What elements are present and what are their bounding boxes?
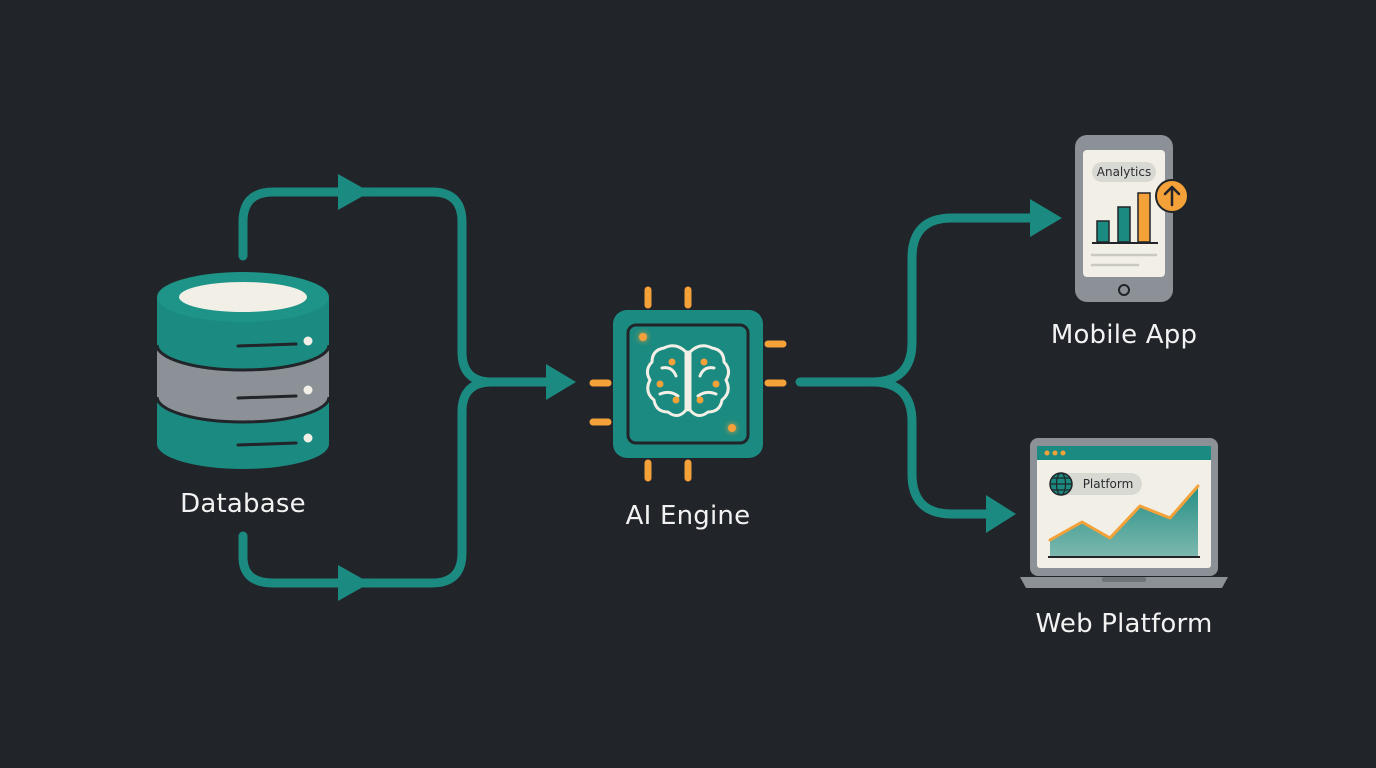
mobile-app-label: Mobile App xyxy=(1050,320,1198,350)
smartphone-icon xyxy=(1075,135,1189,302)
connector-bottom-branch xyxy=(238,377,497,588)
connector-database-to-ai xyxy=(238,187,557,588)
bar xyxy=(1096,220,1110,243)
arrow-up-icon xyxy=(1155,179,1189,213)
connector-to-web xyxy=(867,377,997,519)
connector-top-branch xyxy=(238,187,557,387)
web-platform-label: Web Platform xyxy=(1035,609,1213,639)
connector-ai-to-outputs xyxy=(795,213,1041,519)
arrow-right-icon xyxy=(986,199,1062,533)
platform-chip-label: Platform xyxy=(1083,477,1134,491)
analytics-chip xyxy=(1092,162,1156,182)
arrow-right-icon xyxy=(338,174,576,601)
ai-engine-label: AI Engine xyxy=(625,501,751,531)
brain-chip-icon xyxy=(589,286,787,482)
bar xyxy=(1137,192,1151,243)
laptop-icon xyxy=(1020,438,1228,588)
database-cylinder-icon xyxy=(155,272,331,469)
connector-to-mobile xyxy=(795,213,1041,387)
bar xyxy=(1117,206,1131,243)
area-fill xyxy=(1050,486,1198,556)
platform-chip xyxy=(1050,473,1142,495)
analytics-chip-label: Analytics xyxy=(1097,165,1152,179)
globe-icon xyxy=(1049,472,1073,496)
trend-line xyxy=(1048,484,1200,542)
database-label: Database xyxy=(180,489,306,519)
